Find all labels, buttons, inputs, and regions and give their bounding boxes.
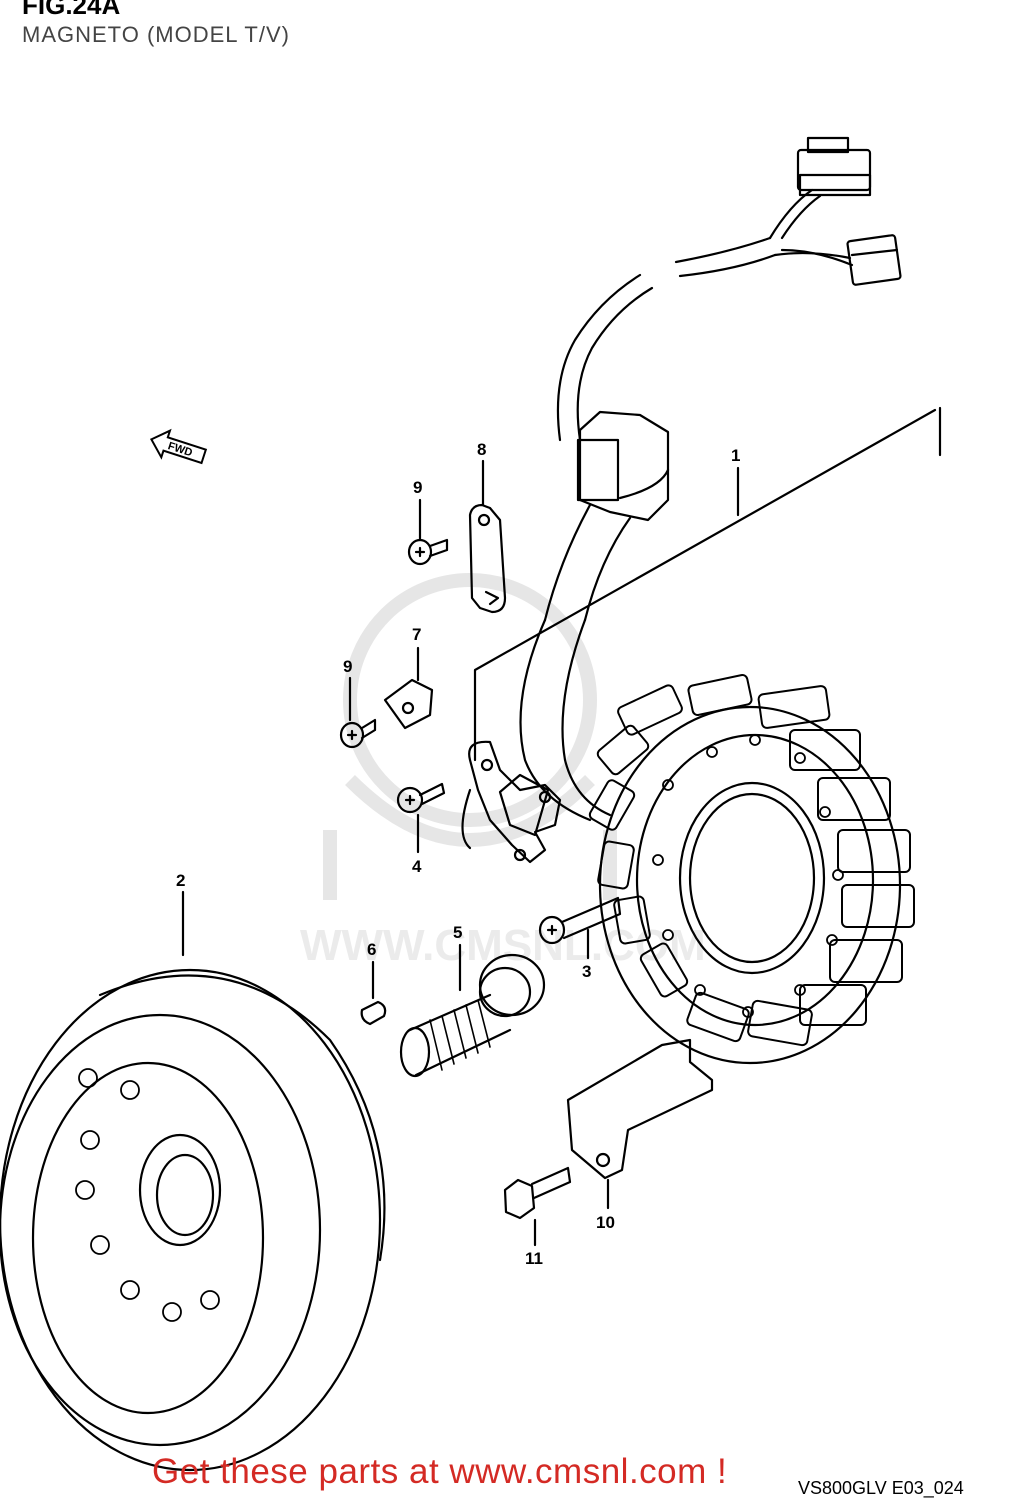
bracket-10-icon [566, 1038, 714, 1210]
drawing-code: VS800GLV E03_024 [798, 1478, 964, 1498]
callout-5: 5 [453, 923, 462, 942]
clip-7-icon [383, 646, 434, 730]
callout-9-upper: 9 [413, 478, 422, 497]
wire-harness [556, 188, 854, 442]
callout-7: 7 [412, 625, 421, 644]
screw-3-icon [538, 896, 622, 960]
callout-3: 3 [582, 962, 591, 981]
callout-9-lower: 9 [343, 657, 352, 676]
connector-lower-icon [846, 234, 902, 286]
leader-1 [473, 406, 942, 762]
callout-1: 1 [731, 446, 740, 465]
screw-9-upper-icon [407, 498, 449, 566]
bolt-5-icon [399, 943, 546, 1078]
fwd-arrow-icon: FWD [149, 428, 208, 465]
flywheel-rotor-icon [0, 890, 386, 1472]
callout-8: 8 [477, 440, 486, 459]
get-parts-link[interactable]: Get these parts at www.cmsnl.com ! [152, 1452, 728, 1491]
figure-title: FIG.24A [22, 0, 121, 20]
callout-10: 10 [596, 1213, 615, 1232]
figure-subtitle: MAGNETO (MODEL T/V) [22, 22, 290, 47]
screw-4-icon [396, 782, 446, 854]
stator-coil-icon [588, 674, 915, 1065]
callout-4: 4 [412, 857, 422, 876]
wire-grommet-icon [543, 410, 670, 622]
key-6-icon [360, 960, 387, 1026]
clamp-plate-icon [468, 459, 507, 614]
bolt-11-icon [503, 1166, 572, 1247]
pickup-coil-icon [461, 740, 562, 864]
callout-11: 11 [525, 1249, 543, 1268]
callout-2: 2 [176, 871, 185, 890]
screw-9-lower-icon [339, 676, 377, 749]
callout-6: 6 [367, 940, 376, 959]
connector-upper-icon [796, 136, 872, 197]
